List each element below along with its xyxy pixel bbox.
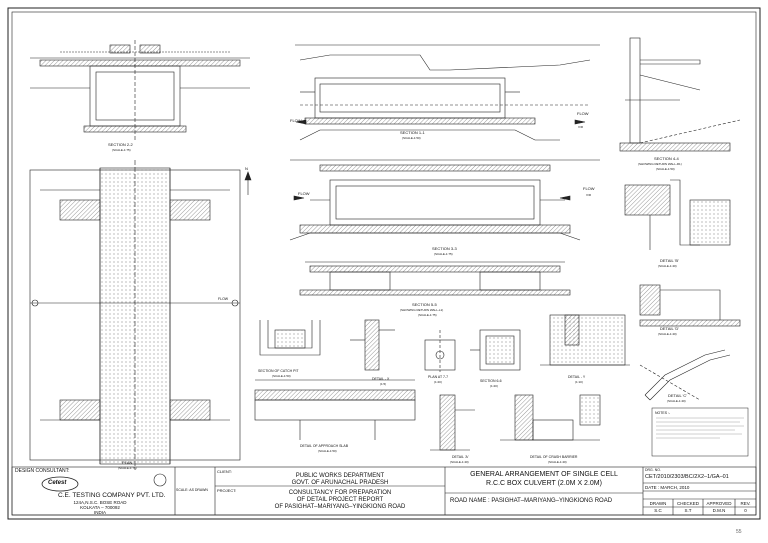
section-3-3-scale: (SCALE-1:75) (434, 252, 453, 256)
catch-pit-drawing (259, 320, 321, 356)
page-number: 55 (736, 529, 742, 535)
drawn-by: S.C (654, 508, 662, 513)
section-1-1-drawing (295, 44, 600, 141)
detail-a-scale: (SCALE-1:40) (450, 460, 469, 464)
company-name: C.E. TESTING COMPANY PVT. LTD. (58, 492, 166, 499)
scale-label: SCALE: AS DRAWN (176, 488, 208, 492)
plan-title: PLAN (122, 460, 133, 465)
approved-label: APPROVED (706, 501, 732, 506)
crash-barrier-scale: (SCALE-1:40) (548, 460, 567, 464)
plan-flow: FLOW (218, 297, 229, 301)
section-2-2-scale: (SCALE-1:75) (112, 148, 131, 152)
section-5-5-title: SECTION 5-5 (412, 302, 437, 307)
approach-slab-drawing (254, 379, 416, 440)
crash-barrier-drawing (500, 394, 601, 441)
section-4-4-scale: (SCALE-1:50) (656, 167, 675, 171)
project-label: PROJECT: (217, 488, 237, 493)
title-block-grid (11, 466, 757, 516)
section-3-3-flow-right: FLOW (583, 186, 595, 191)
drg-no: CET/2010/2303/BC/2X2–1/GA–01 (645, 474, 729, 480)
section-1-1-scale: (SCALE-1:50) (402, 136, 421, 140)
detail-x-drawing (350, 319, 395, 371)
project-line-1: CONSULTANCY FOR PREPARATION (288, 490, 392, 496)
section-4-4-subtitle: (SHOWING RETURN WALL-R1) (638, 162, 682, 166)
section-3-3-drawing (289, 159, 600, 241)
plan-7-7-title: PLAN AT 7-7 (428, 375, 448, 379)
section-3-3-vr: V/R (586, 193, 592, 197)
detail-y-drawing (540, 314, 630, 366)
approach-slab-title: DETAIL OF APPROACH SLAB (300, 444, 349, 448)
catch-pit-scale: (SCALE-1:50) (272, 374, 291, 378)
detail-x-scale: (1:5) (380, 382, 386, 386)
notes-lines (656, 417, 744, 439)
section-5-5-subtitle: (SHOWING RETURN WALL-L1) (400, 308, 443, 312)
approach-slab-scale: (SCALE-1:50) (318, 449, 337, 453)
detail-y-scale: (1:10) (575, 380, 583, 384)
detail-d-scale: (SCALE-1:40) (658, 332, 677, 336)
section-4-4-title: SECTION 4-4 (654, 156, 679, 161)
drg-no-label: DRG. NO. (645, 468, 661, 472)
detail-c-drawing (639, 349, 731, 401)
design-consultant-label: DESIGN CONSULTANT: (15, 468, 70, 474)
detail-x-title: DETAIL - X (372, 377, 390, 381)
road-name: ROAD NAME : PASIGHAT–MARIYANG–YINGKIONG … (450, 498, 613, 504)
section-5-5-scale: (SCALE-1:75) (418, 313, 437, 317)
section-6-6-title: SECTION 6-6 (480, 379, 502, 383)
detail-b-title: DETAIL 'B' (660, 258, 679, 263)
checked-by: S.T (684, 508, 692, 513)
outer-border (7, 7, 761, 520)
detail-b-scale: (SCALE-1:40) (658, 264, 677, 268)
project-line-3: OF PASIGHAT–MARIYANG–YINGKIONG ROAD (274, 504, 406, 510)
drawing-title-2: R.C.C BOX CULVERT (2.0M X 2.0M) (486, 480, 602, 487)
plan-north: N (245, 166, 248, 171)
section-5-5-drawing (299, 261, 571, 296)
drawing-title-1: GENERAL ARRANGEMENT OF SINGLE CELL (470, 471, 618, 478)
plan-drawing (29, 160, 252, 470)
rev-label: REV. (740, 501, 751, 506)
section-1-1-vr: V/R (578, 125, 584, 129)
section-1-1-flow-right: FLOW (577, 111, 589, 116)
detail-b-drawing (624, 179, 731, 250)
govt-emblem-icon (153, 473, 167, 487)
detail-a-drawing (430, 394, 475, 451)
detail-c-scale: (SCALE-1:40) (667, 399, 686, 403)
detail-a-title: DETAIL 'A' (452, 455, 469, 459)
section-3-3-title: SECTION 3-3 (432, 246, 457, 251)
detail-d-drawing (639, 284, 741, 327)
company-logo: Cetest (48, 480, 67, 486)
notes-title: NOTES :- (655, 411, 671, 415)
section-6-6-scale: (1:20) (490, 384, 498, 388)
section-6-6-drawing (470, 329, 521, 371)
company-address-3: INDIA (93, 510, 106, 515)
section-2-2-title: SECTION 2-2 (108, 142, 133, 147)
client-line-1: PUBLIC WORKS DEPARTMENT (295, 473, 385, 479)
section-1-1-flow-left: FLOW (290, 118, 302, 123)
section-3-3-flow-left: FLOW (298, 191, 310, 196)
company-logo-oval (41, 476, 79, 492)
client-line-2: GOVT. OF ARUNACHAL PRADESH (291, 480, 389, 486)
company-address-1: 124A,N.S.C. BOSE ROAD (73, 500, 127, 505)
notes-box (651, 407, 749, 457)
company-address-2: KOLKATA – 700092 (80, 505, 120, 510)
revision-number: 0 (744, 508, 747, 513)
detail-c-title: DETAIL 'C' (668, 393, 687, 398)
detail-y-title: DETAIL - Y (568, 375, 586, 379)
section-2-2-drawing (30, 40, 250, 140)
section-4-4-drawing (619, 37, 741, 152)
approved-by: D.M.N (712, 508, 726, 513)
plan-scale: (SCALE-1:75) (118, 466, 137, 470)
plan-7-7-scale: (1:20) (434, 380, 442, 384)
client-label: CLIENT: (217, 469, 232, 474)
crash-barrier-title: DETAIL OF CRASH BARRIER (530, 455, 578, 459)
detail-d-title: DETAIL 'D' (660, 326, 679, 331)
plan-7-7-drawing (424, 330, 456, 372)
checked-label: CHECKED (676, 501, 699, 506)
section-1-1-title: SECTION 1-1 (400, 130, 425, 135)
project-line-2: OF DETAIL PROJECT REPORT (296, 497, 384, 503)
catch-pit-title: SECTION OF CATCH PIT (258, 369, 299, 373)
drawn-label: DRAWN (649, 501, 667, 506)
drawing-date: DATE : MARCH, 2010 (645, 485, 690, 490)
